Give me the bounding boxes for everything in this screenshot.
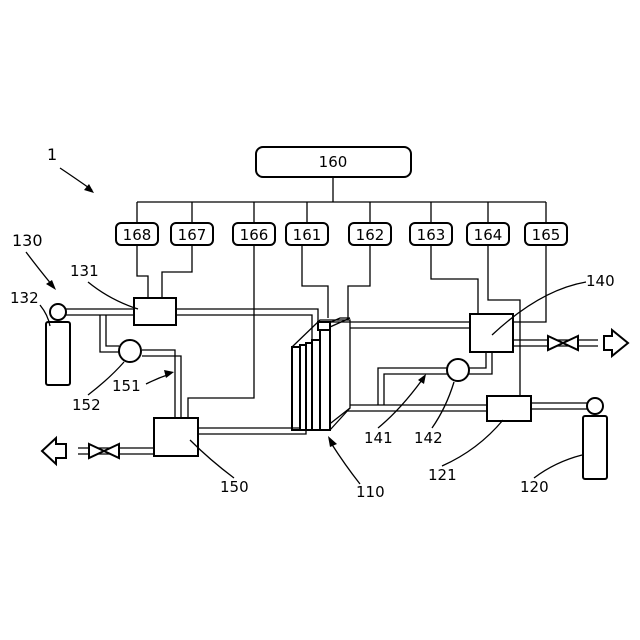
fuel-cell-stack-arrowhead (328, 436, 337, 447)
hydrogen-regulator-label: 121 (428, 466, 457, 484)
sub-controller-label: 165 (532, 226, 561, 244)
anode-pump-label: 142 (414, 429, 443, 447)
anode-exhaust-arrow-icon (604, 330, 628, 356)
oxidant-regulator-label: 131 (70, 262, 99, 280)
oxidant-regulator-leader (88, 282, 138, 309)
sub-controller-label: 163 (417, 226, 446, 244)
sub-controller-label: 161 (293, 226, 322, 244)
anode-outlet-pipe (330, 322, 470, 328)
hydrogen-regulator-121 (487, 396, 531, 421)
anode-recirculation-arrowhead (418, 374, 426, 384)
sub-controller-label: 162 (356, 226, 385, 244)
cathode-outlet-label: 150 (220, 478, 249, 496)
cathode-outlet-150 (154, 418, 198, 456)
anode-inlet-pipe (346, 405, 487, 411)
oxidant-group-leader (26, 252, 52, 285)
sub-controller-label: 164 (474, 226, 503, 244)
anode-exhaust-valve-icon (548, 336, 578, 350)
cathode-outlet-pipe (198, 343, 306, 434)
cathode-exhaust-arrow-icon (42, 438, 66, 464)
cathode-pump-label: 152 (72, 396, 101, 414)
fuel-cell-stack-110 (292, 318, 350, 430)
controller-160: 160 (256, 147, 411, 177)
sub-controller-label: 167 (178, 226, 207, 244)
hydrogen-supply-pipe (531, 403, 588, 409)
anode-recirculation-label: 141 (364, 429, 393, 447)
cathode-recirculation-arrowhead (164, 370, 174, 378)
cathode-recirculation-label: 151 (112, 377, 141, 395)
control-bus (137, 177, 546, 223)
oxidant-tank-132 (46, 304, 70, 385)
cathode-exhaust-valve-icon (89, 444, 119, 458)
anode-outlet-140 (470, 314, 513, 352)
hydrogen-tank-leader (534, 455, 582, 478)
cathode-recirculation-151 (100, 315, 181, 418)
figure-label: 1 (47, 145, 57, 164)
anode-recirculation-141 (378, 352, 492, 405)
sub-controller-163: 163 (410, 223, 452, 245)
cathode-pump-152 (119, 340, 141, 362)
hydrogen-regulator-leader (442, 420, 503, 466)
oxidant-group-label: 130 (12, 231, 43, 250)
hydrogen-tank-label: 120 (520, 478, 549, 496)
oxidant-tank-label: 132 (10, 289, 39, 307)
cathode-inlet-pipe (176, 309, 318, 340)
controller-label: 160 (319, 153, 348, 171)
sub-controller-161: 161 (286, 223, 328, 245)
cathode-outlet-leader (190, 440, 234, 478)
sub-controller-167: 167 (171, 223, 213, 245)
oxidant-group-arrowhead (46, 280, 56, 290)
sub-controller-165: 165 (525, 223, 567, 245)
oxidant-regulator-131 (134, 298, 176, 325)
hydrogen-tank-120 (583, 398, 607, 479)
anode-outlet-label: 140 (586, 272, 615, 290)
fuel-cell-stack-leader (331, 443, 360, 484)
sub-controller-label: 166 (240, 226, 269, 244)
sub-controller-168: 168 (116, 223, 158, 245)
sub-controller-162: 162 (349, 223, 391, 245)
sub-controller-164: 164 (467, 223, 509, 245)
sub-controller-label: 168 (123, 226, 152, 244)
sub-controller-166: 166 (233, 223, 275, 245)
oxidant-supply-pipe (66, 309, 134, 315)
fuel-cell-stack-label: 110 (356, 483, 385, 501)
anode-pump-142 (447, 359, 469, 381)
